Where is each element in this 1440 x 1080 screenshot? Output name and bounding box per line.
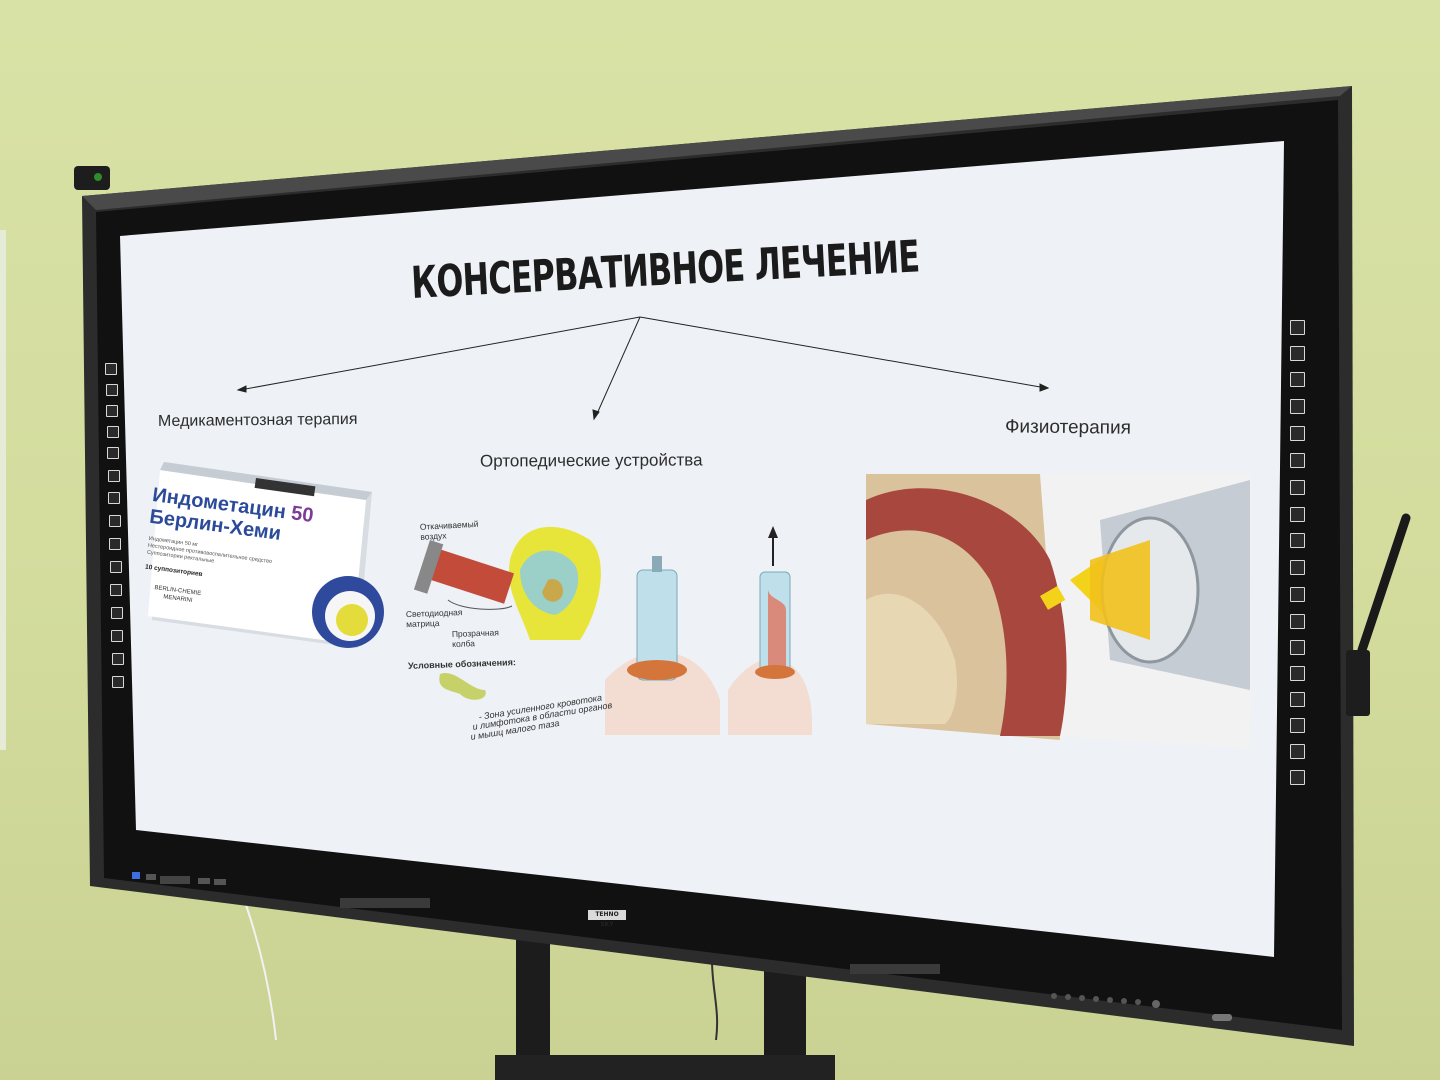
vacuum-device-diagram (413, 526, 601, 700)
monitor-brand-logo: TEHNO SKY (588, 910, 626, 928)
toolbar-icon[interactable] (112, 676, 124, 688)
screen (120, 141, 1284, 957)
webcam-lens (94, 173, 102, 181)
label-air: Откачиваемый воздух (419, 518, 479, 542)
branch-arrows (236, 316, 1050, 421)
toolbar-icon[interactable] (1290, 718, 1305, 733)
toolbar-icon[interactable] (1290, 507, 1305, 522)
branch-label-medication: Медикаментозная терапия (157, 410, 358, 431)
toolbar-icon[interactable] (111, 630, 123, 642)
toolbar-icon[interactable] (1290, 426, 1305, 441)
stand-shelf (495, 1055, 835, 1080)
toolbar-icon[interactable] (112, 653, 124, 665)
toolbar-icon[interactable] (1290, 614, 1305, 629)
webcam-icon (74, 166, 110, 190)
monitor-top-highlight (82, 86, 1352, 210)
speaker-grill-left (340, 898, 430, 908)
label-cap: Прозрачная колба (451, 627, 500, 649)
toolbar-icon[interactable] (1290, 372, 1305, 387)
label-led: Светодиодная матрица (405, 607, 463, 630)
toolbar-icon[interactable] (1290, 453, 1305, 468)
toolbar-icon[interactable] (109, 538, 121, 550)
toolbar-icon[interactable] (110, 584, 122, 596)
toolbar-icon[interactable] (1290, 320, 1305, 335)
toolbar-icon[interactable] (1290, 399, 1305, 414)
toolbar-icon[interactable] (1290, 560, 1305, 575)
wall-panel-edge (0, 230, 6, 750)
toolbar-icon[interactable] (1290, 692, 1305, 707)
toolbar-icon[interactable] (111, 607, 123, 619)
toolbar-icon[interactable] (1290, 744, 1305, 759)
physiotherapy-image (866, 474, 1252, 748)
toolbar-icon[interactable] (1290, 640, 1305, 655)
toolbar-icon[interactable] (1290, 533, 1305, 548)
toolbar-icon[interactable] (108, 492, 120, 504)
toolbar-icon[interactable] (1290, 587, 1305, 602)
stylus-holder (1346, 650, 1370, 716)
toolbar-icon[interactable] (109, 515, 121, 527)
toolbar-icon[interactable] (105, 363, 117, 375)
toolbar-icon[interactable] (107, 426, 119, 438)
branch-label-orthopedic: Ортопедические устройства (479, 450, 703, 471)
white-cable (245, 904, 277, 1041)
branch-label-physiotherapy: Физиотерапия (1004, 416, 1132, 439)
left-port-row (132, 872, 226, 885)
toolbar-icon[interactable] (106, 405, 118, 417)
toolbar-icon[interactable] (110, 561, 122, 573)
toolbar-icon[interactable] (1290, 480, 1305, 495)
drug-dose: 50 (289, 502, 315, 527)
vacuum-pump-illustration (605, 526, 812, 735)
toolbar-icon[interactable] (1290, 770, 1305, 785)
toolbar-icon[interactable] (107, 447, 119, 459)
cable (711, 959, 719, 1041)
toolbar-icon[interactable] (108, 470, 120, 482)
toolbar-icon[interactable] (1290, 666, 1305, 681)
toolbar-icon[interactable] (1290, 346, 1305, 361)
stylus-pen-icon[interactable] (1357, 513, 1411, 655)
bottom-button-row (1051, 993, 1232, 1021)
drug-box-image (148, 462, 384, 648)
toolbar-icon[interactable] (106, 384, 118, 396)
speaker-grill-right (850, 964, 940, 974)
